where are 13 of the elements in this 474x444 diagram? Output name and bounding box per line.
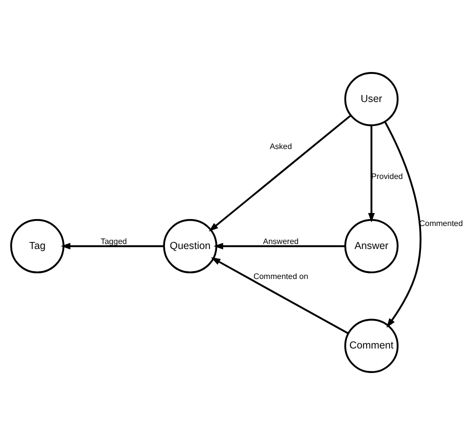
edge-label: Answered — [263, 236, 299, 246]
arrow — [214, 242, 346, 249]
arrow — [210, 256, 349, 334]
node-circle: Tag — [10, 218, 64, 273]
edge-label: Commented on — [253, 271, 308, 280]
arrow — [384, 120, 422, 328]
arrow — [60, 242, 164, 249]
arrow — [208, 114, 352, 232]
edge-label: Asked — [270, 142, 292, 151]
node-circle: User — [344, 72, 399, 126]
edge-label: Tagged — [100, 236, 127, 246]
node-circle: Answer — [344, 218, 399, 273]
arrow — [368, 125, 375, 222]
